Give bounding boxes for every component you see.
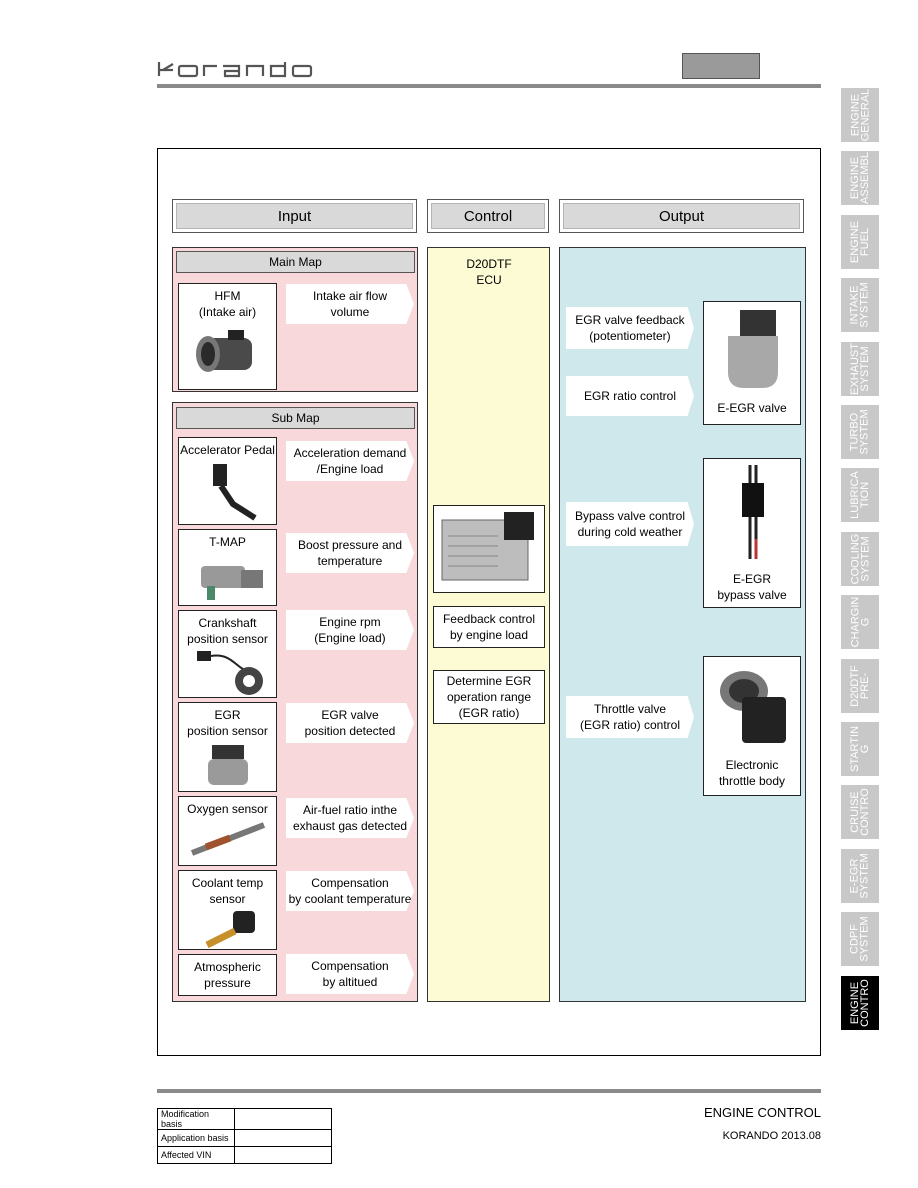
signal-altitude-compensation: Compensation by altitued [286, 954, 414, 994]
output-egr-ratio-control: EGR ratio control [566, 376, 694, 416]
device-label: E-EGR bypass valve [717, 572, 787, 602]
control-column-header: Control [427, 199, 549, 233]
device-e-egr-bypass-valve: E-EGR bypass valve [703, 458, 801, 608]
output-bypass-valve-control: Bypass valve control during cold weather [566, 502, 694, 546]
side-tab-10[interactable]: STARTIN G [841, 722, 879, 776]
sensor-oxygen: Oxygen sensor [178, 796, 277, 866]
device-label: E-EGR valve [717, 401, 787, 415]
side-tab-label: ENGINE CONTRO [849, 978, 872, 1027]
side-tab-3[interactable]: INTAKE SYSTEM [841, 278, 879, 333]
sensor-coolant-temp: Coolant temp sensor [178, 870, 277, 950]
footer-rule [157, 1089, 821, 1093]
modification-table: Modification basis Application basis Aff… [157, 1108, 332, 1164]
side-tab-label: CDPF SYSTEM [849, 916, 872, 962]
sensor-t-map: T-MAP [178, 529, 277, 606]
sensor-label: T-MAP [209, 535, 246, 549]
signal-acceleration-demand: Acceleration demand /Engine load [286, 441, 414, 481]
signal-intake-air-flow: Intake air flow volume [286, 284, 414, 324]
side-tab-12[interactable]: E-EGR SYSTEM [841, 848, 879, 903]
side-tab-label: D20DTF PRE- [849, 664, 871, 707]
side-tab-2[interactable]: ENGINE FUEL [841, 214, 879, 269]
footer-model: KORANDO 2013.08 [722, 1130, 821, 1142]
sensor-label: Accelerator Pedal [180, 443, 275, 457]
egr-position-sensor-icon [207, 745, 248, 785]
diagram-frame [157, 148, 821, 1056]
side-tab-5[interactable]: TURBO SYSTEM [841, 405, 879, 459]
determine-egr-box: Determine EGR operation range (EGR ratio… [433, 670, 545, 724]
sub-map-title: Sub Map [176, 407, 415, 429]
device-electronic-throttle-body: Electronic throttle body [703, 656, 801, 796]
sensor-label: EGR position sensor [187, 708, 268, 738]
side-tab-label: ENGINE ASSEMBL [849, 152, 871, 205]
e-egr-valve-icon [728, 310, 778, 388]
signal-engine-rpm: Engine rpm (Engine load) [286, 610, 414, 650]
hfm-sensor-icon [195, 330, 252, 372]
side-tab-1[interactable]: ENGINE ASSEMBL [841, 151, 879, 206]
signal-boost-pressure: Boost pressure and temperature [286, 533, 414, 573]
device-label: Electronic throttle body [718, 758, 786, 788]
side-tab-13[interactable]: CDPF SYSTEM [841, 912, 879, 967]
ecu-image [433, 505, 545, 593]
crankshaft-sensor-icon [196, 651, 263, 695]
signal-egr-valve-position: EGR valve position detected [286, 703, 414, 743]
bypass-valve-icon [742, 465, 764, 559]
korando-logo: korando [157, 58, 317, 80]
sensor-egr-position: EGR position sensor [178, 702, 277, 792]
input-column-header: Input [172, 199, 417, 233]
accelerator-pedal-icon [212, 464, 257, 521]
sensor-label: HFM (Intake air) [198, 289, 257, 319]
side-tab-label: EXHAUST SYSTEM [849, 342, 871, 395]
modification-basis-label: Modification basis [157, 1108, 235, 1130]
sensor-hfm: HFM (Intake air) [178, 283, 277, 390]
side-tab-label: ENGINE FUEL [849, 220, 871, 263]
sensor-atmospheric-pressure: Atmospheric pressure [178, 954, 277, 996]
sensor-label: Coolant temp sensor [191, 876, 264, 906]
signal-coolant-compensation: Compensation by coolant temperature [286, 871, 414, 911]
application-basis-label: Application basis [157, 1129, 235, 1147]
sensor-accelerator-pedal: Accelerator Pedal [178, 437, 277, 525]
affected-vin-label: Affected VIN [157, 1146, 235, 1164]
side-tab-9[interactable]: D20DTF PRE- [841, 658, 879, 713]
feedback-control-box: Feedback control by engine load [433, 606, 545, 648]
side-tab-14[interactable]: ENGINE CONTRO [841, 975, 879, 1030]
side-tab-label: CHARGIN G [849, 596, 872, 648]
side-tab-8[interactable]: CHARGIN G [841, 595, 879, 650]
main-map-title: Main Map [176, 251, 415, 273]
side-tab-label: STARTIN G [849, 725, 872, 773]
side-tab-label: E-EGR SYSTEM [849, 853, 872, 899]
side-tab-label: TURBO SYSTEM [849, 409, 872, 455]
side-tab-4[interactable]: EXHAUST SYSTEM [841, 341, 879, 396]
ecu-icon [441, 512, 534, 581]
side-tab-label: INTAKE SYSTEM [849, 282, 872, 328]
coolant-temp-sensor-icon [204, 911, 255, 949]
sensor-label: Atmospheric pressure [194, 960, 261, 990]
output-egr-valve-feedback: EGR valve feedback (potentiometer) [566, 307, 694, 349]
header-rule [157, 84, 821, 88]
device-e-egr-valve: E-EGR valve [703, 301, 801, 425]
header-gray-box [682, 53, 760, 79]
throttle-body-icon [720, 671, 786, 743]
footer-section-title: ENGINE CONTROL [703, 1105, 821, 1120]
output-column-header: Output [559, 199, 804, 233]
signal-air-fuel-ratio: Air-fuel ratio inthe exhaust gas detecte… [286, 798, 414, 838]
side-tab-label: ENGINE GENERAL [849, 88, 872, 142]
ecu-label: D20DTF ECU [466, 257, 512, 287]
sensor-crankshaft-position: Crankshaft position sensor [178, 610, 277, 698]
side-tab-6[interactable]: LUBRICA TION [841, 468, 879, 523]
sensor-label: Crankshaft position sensor [187, 616, 268, 646]
output-throttle-valve-control: Throttle valve (EGR ratio) control [566, 696, 694, 738]
sensor-label: Oxygen sensor [187, 802, 268, 816]
side-tab-label: LUBRICA TION [849, 471, 871, 520]
side-tab-label: CRUISE CONTRO [849, 788, 872, 837]
side-tab-0[interactable]: ENGINE GENERAL [841, 88, 879, 142]
t-map-sensor-icon [200, 566, 263, 600]
side-tab-7[interactable]: COOLING SYSTEM [841, 531, 879, 586]
side-tab-label: COOLING SYSTEM [849, 533, 872, 585]
side-tab-11[interactable]: CRUISE CONTRO [841, 785, 879, 840]
oxygen-sensor-icon [190, 822, 265, 856]
